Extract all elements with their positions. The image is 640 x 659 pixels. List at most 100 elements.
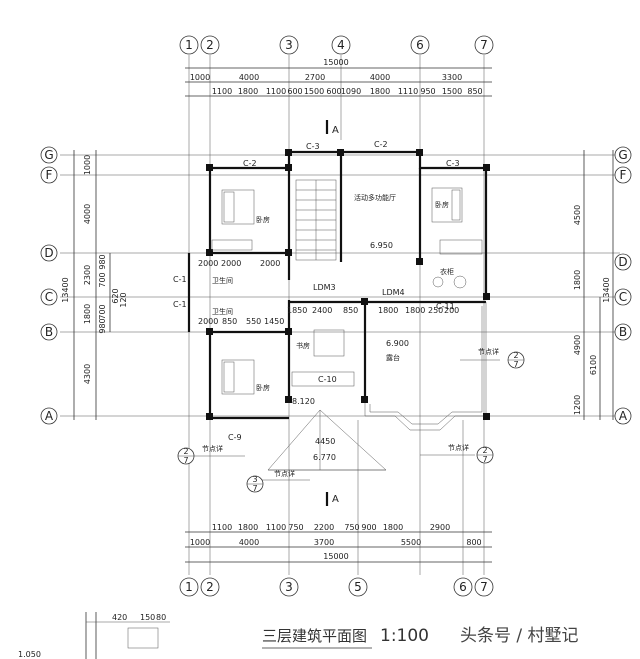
section-mark-top: A — [332, 125, 339, 136]
dim-top-1: 2700 — [305, 73, 325, 82]
room-labels: 卧房 卧房 卧房 活动多功能厅 书房 露台 卫生间 卫生间 衣柜 — [212, 193, 454, 392]
detail-dim: 420 — [112, 613, 127, 622]
left-dimensions: 1000 4000 2300 1800 4300 13400 980 700 6… — [61, 150, 128, 420]
axis-label: B — [619, 325, 627, 339]
detail-dim: 150 — [140, 613, 155, 622]
dim-bottom-2: 4000 — [239, 538, 259, 547]
axis-label: F — [46, 168, 53, 182]
dim-right-total: 13400 — [602, 277, 611, 302]
dim-top-2: 1100 — [212, 87, 232, 96]
opening-tags: C-2 C-3 C-2 C-3 C-1 C-1 C-9 C-10 C-11 LD… — [173, 140, 460, 442]
axis-label: 3 — [285, 38, 293, 52]
section-marks: A A — [325, 120, 339, 506]
drawing-title: 三层建筑平面图 — [262, 627, 367, 645]
elevation: 8.120 — [292, 397, 315, 406]
dim-right: 4500 — [573, 205, 582, 225]
dim-top-2: 1800 — [238, 87, 258, 96]
dim-top-2: 1500 — [442, 87, 462, 96]
window-tag: C-2 — [243, 159, 257, 168]
furniture — [211, 187, 483, 395]
axis-label: D — [618, 255, 627, 269]
svg-text:2: 2 — [482, 446, 487, 455]
room-study: 书房 — [296, 341, 310, 350]
elevation: 6.900 — [386, 339, 409, 348]
inner-dim: 2000 — [198, 317, 218, 326]
detail-dim: 80 — [156, 613, 166, 622]
dim-left-inner: 980 — [98, 254, 107, 269]
axis-label: 1 — [185, 580, 193, 594]
axis-label: 2 — [206, 38, 214, 52]
top-dimensions: 15000 1000 4000 2700 4000 3300 1100 1800… — [185, 58, 492, 97]
dim-top-2: 1500 — [304, 87, 324, 96]
dim-top-1: 4000 — [370, 73, 390, 82]
dim-left-inner: 700 — [98, 304, 107, 319]
window-tag: C-10 — [318, 375, 337, 384]
svg-text:7: 7 — [183, 456, 188, 465]
dim-left: 1000 — [83, 155, 92, 175]
dim-left: 4000 — [83, 204, 92, 224]
dim-bottom-2: 1000 — [190, 538, 210, 547]
elevation: 6.950 — [370, 241, 393, 250]
room-bathroom-1: 卫生间 — [212, 276, 233, 285]
dim-bottom-1: 750 — [288, 523, 303, 532]
dim-top-1: 1000 — [190, 73, 210, 82]
roof-dim: 4450 — [315, 437, 335, 446]
dim-left: 2300 — [83, 265, 92, 285]
dim-left: 4300 — [83, 364, 92, 384]
dim-total-bottom: 15000 — [323, 552, 348, 561]
inner-dim: 1800 — [378, 306, 398, 315]
dim-bottom-1: 750 — [344, 523, 359, 532]
dim-bottom-1: 1100 — [212, 523, 232, 532]
detail-callout: 节点详 2 7 — [460, 347, 525, 369]
inner-dim: 2000 — [198, 259, 218, 268]
svg-text:3: 3 — [252, 475, 257, 484]
right-axis-bubbles: G F D C B A — [614, 146, 632, 425]
inner-dim: 2000 — [221, 259, 241, 268]
detail-callout: 节点详 3 7 — [246, 469, 310, 493]
inner-dim: 850 — [343, 306, 358, 315]
elevation-marks: 6.950 6.900 8.120 6.770 — [292, 241, 409, 462]
room-closet: 衣柜 — [440, 267, 454, 276]
inner-dim: 2400 — [312, 306, 332, 315]
door-tag: LDM3 — [313, 283, 336, 292]
dim-right-mid: 6100 — [589, 355, 598, 375]
dim-bottom-2: 3700 — [314, 538, 334, 547]
dim-top-2: 1090 — [341, 87, 361, 96]
right-dimensions: 4500 1800 4900 1200 6100 13400 — [573, 150, 614, 420]
dim-left-inner: 120 — [119, 292, 128, 307]
svg-text:节点详: 节点详 — [202, 444, 223, 453]
dim-top-2: 600 — [326, 87, 341, 96]
axis-label: 6 — [459, 580, 467, 594]
dim-left: 1800 — [83, 304, 92, 324]
axis-label: D — [44, 246, 53, 260]
axis-label: 7 — [480, 38, 488, 52]
dim-top-1: 4000 — [239, 73, 259, 82]
top-axis-bubbles: 1 2 3 4 6 7 — [179, 35, 494, 55]
axis-label: 2 — [206, 580, 214, 594]
dim-top-2: 850 — [467, 87, 482, 96]
room-bedroom-nw: 卧房 — [256, 215, 270, 224]
dim-top-2: 1100 — [266, 87, 286, 96]
svg-text:7: 7 — [513, 360, 518, 369]
dim-bottom-1: 2900 — [430, 523, 450, 532]
inner-dim: 1800 — [405, 306, 425, 315]
inner-dim: 850 — [222, 317, 237, 326]
section-mark-bottom: A — [332, 494, 339, 505]
axis-label: G — [618, 148, 627, 162]
door-tag: LDM4 — [382, 288, 405, 297]
svg-text:节点详: 节点详 — [274, 469, 295, 478]
svg-text:2: 2 — [183, 447, 188, 456]
inner-dim: 1850 — [287, 306, 307, 315]
window-tag: C-3 — [306, 142, 320, 151]
window-tag: C-3 — [446, 159, 460, 168]
bottom-dimensions: 1100 1800 1100 750 2200 750 900 1800 290… — [185, 523, 492, 563]
staircase — [295, 179, 337, 261]
elevation: 6.770 — [313, 453, 336, 462]
dim-left-total: 13400 — [61, 277, 70, 302]
dim-top-1: 3300 — [442, 73, 462, 82]
left-axis-bubbles: G F D C B A — [40, 146, 58, 425]
inner-dim: 2000 — [260, 259, 280, 268]
axis-label: 4 — [337, 38, 345, 52]
bottom-axis-bubbles: 1 2 3 5 6 7 — [179, 577, 494, 597]
room-terrace: 露台 — [386, 353, 400, 362]
